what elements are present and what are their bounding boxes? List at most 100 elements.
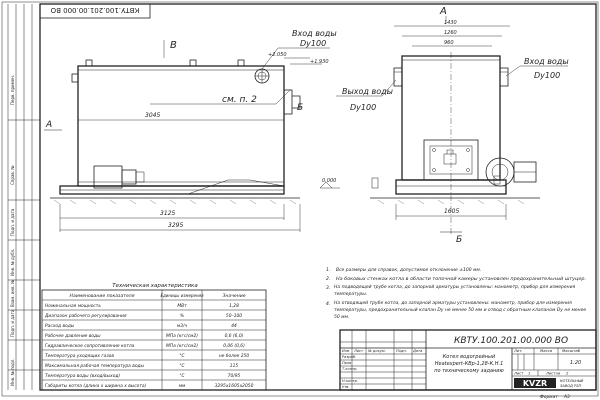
margin-label: Взам. инв. № (10, 280, 15, 307)
svg-text:Изм: Изм (342, 349, 350, 353)
note-text: На подводящей трубе котла, до запорной а… (334, 285, 576, 297)
notes: 1. Все размеры для справок, допустимое о… (326, 267, 587, 320)
svg-text:°С: °С (179, 373, 185, 379)
svg-text:%: % (180, 313, 184, 319)
note-number: 4. (326, 301, 330, 307)
note-text: На отводящей трубе котла, до запорной ар… (334, 301, 587, 320)
format-value: А3 (563, 394, 570, 400)
scale-value: 1:20 (570, 360, 581, 366)
note-text: Все размеры для справок, допустимое откл… (336, 267, 481, 273)
svg-text:1: 1 (528, 371, 530, 376)
svg-text:Дата: Дата (412, 349, 422, 353)
note-text-wrap: На отводящей трубе котла, до запорной ар… (334, 301, 587, 320)
view-label-a: А (439, 6, 447, 17)
section-a-label: А (45, 120, 52, 130)
table-row: Рабочее давление воды МПа (кгс/см2) 0,6 … (45, 333, 244, 339)
table-row: Диапазон рабочего регулирования % 50–100 (44, 313, 242, 319)
dim-1605: 1605 (444, 208, 459, 215)
svg-text:Лист: Лист (513, 371, 524, 376)
margin-label: Подп. и дата (10, 309, 15, 337)
spec-col-header: Единицы измерения (160, 293, 204, 298)
svg-text:Номинальная мощность: Номинальная мощность (45, 303, 101, 309)
dim-3125: 3125 (160, 210, 175, 217)
svg-text:Разраб.: Разраб. (342, 355, 356, 359)
top-stamp-code: КВТУ.100.201.00.000 ВО (50, 6, 139, 14)
svg-text:1,28: 1,28 (229, 303, 239, 309)
margin-label: Инв. № дубл. (10, 249, 15, 276)
product-name-line: по техническому заданию (434, 368, 504, 374)
svg-text:44: 44 (231, 323, 237, 329)
side-water-out-label: Выход воды (342, 87, 393, 96)
dim-1430: 1430 (444, 20, 457, 26)
svg-text:KVZR: KVZR (523, 379, 547, 388)
svg-text:70/95: 70/95 (228, 373, 241, 379)
svg-text:Рабочее давление воды: Рабочее давление воды (45, 333, 101, 339)
side-b-label: Б (456, 235, 462, 245)
svg-text:Температура воды (вход/выход): Температура воды (вход/выход) (45, 373, 120, 379)
svg-text:мм: мм (179, 384, 186, 389)
view-label-b: В (170, 40, 177, 51)
side-water-out-dn: Dy100 (350, 103, 376, 112)
svg-text:МПа (кгс/см2): МПа (кгс/см2) (166, 343, 198, 349)
svg-text:МПа (кгс/см2): МПа (кгс/см2) (166, 333, 198, 339)
table-row: Гидравлическое сопротивление котла МПа (… (45, 343, 245, 349)
svg-text:м3/ч: м3/ч (177, 323, 188, 329)
svg-text:Гидравлическое сопротивление к: Гидравлическое сопротивление котла (45, 343, 135, 349)
svg-text:0,06 (0,6): 0,06 (0,6) (223, 343, 245, 349)
top-stamp: КВТУ.100.201.00.000 ВО (39, 3, 151, 19)
svg-text:Пров.: Пров. (342, 361, 352, 365)
spec-col-header: Наименование показателя (69, 293, 134, 299)
boiler-body (77, 65, 285, 187)
svg-text:Масса: Масса (540, 348, 553, 353)
note-callout: см. п. 2 (222, 95, 257, 105)
svg-text:50–100: 50–100 (226, 313, 242, 319)
margin-label: Подп. и дата (10, 208, 15, 236)
svg-text:Масштаб: Масштаб (562, 348, 581, 353)
svg-text:МВт: МВт (177, 303, 187, 309)
svg-text:Лит.: Лит. (513, 348, 523, 353)
margin-label: Справ. № (10, 166, 15, 185)
note-number: 2. (326, 276, 330, 282)
left-margin: Перв. примен. Справ. № Подп. и дата Инв.… (7, 4, 40, 390)
table-row: Габариты котла (длина х ширина х высота)… (45, 383, 254, 389)
note-text-wrap: На подводящей трубе котла, до запорной а… (334, 285, 576, 297)
svg-text:3295х1605х2050: 3295х1605х2050 (215, 383, 254, 389)
front-view: В А Б 3045 см. п. 2 (44, 29, 340, 232)
doc-code: КВТУ.100.201.00.000 ВО (454, 336, 568, 346)
svg-text:Подп.: Подп. (396, 349, 407, 353)
table-row: Температура уходящих газов °С не более 2… (45, 353, 249, 359)
lock-icon (443, 153, 457, 165)
svg-text:2: 2 (566, 371, 569, 376)
svg-text:Диапазон рабочего регулировани: Диапазон рабочего регулирования (44, 313, 127, 319)
elevation-base: 0.000 (322, 178, 336, 184)
svg-text:Температура уходящих газов: Температура уходящих газов (45, 353, 114, 359)
table-row: Расход воды м3/ч 44 (45, 323, 237, 329)
note-text: На боковых стенках котла в области топоч… (336, 276, 586, 282)
table-row: Максимальная рабочая температура воды °С… (45, 363, 238, 369)
svg-text:Утв.: Утв. (342, 385, 350, 389)
dim-3295: 3295 (168, 222, 183, 229)
dim-3045: 3045 (145, 112, 160, 119)
side-water-in-dn: Dy100 (534, 71, 560, 80)
note-number: 1. (326, 267, 330, 273)
svg-text:Н.контр.: Н.контр. (342, 379, 358, 383)
side-view: А 1430 1260 960 (336, 6, 569, 245)
margin-label: Инв. № подл. (10, 358, 15, 386)
company-name: ЗАВОД РЗП (560, 384, 581, 388)
elevation-top2: +1.930 (310, 59, 329, 65)
note-number: 3. (326, 285, 330, 291)
svg-text:не более 250: не более 250 (219, 353, 250, 359)
fan-housing (93, 165, 123, 189)
company-logo: KVZR (514, 378, 556, 388)
svg-text:Лист: Лист (353, 349, 364, 353)
spec-table: Техническая характеристика Наименование … (41, 283, 267, 391)
product-name-line: Heatexpert-КВр-1,28-К.Н.1 (435, 361, 504, 367)
table-row: Температура воды (вход/выход) °С 70/95 (45, 373, 241, 379)
svg-text:0,6 (6,0): 0,6 (6,0) (225, 333, 244, 339)
dim-1260: 1260 (444, 30, 457, 36)
spec-table-title: Техническая характеристика (112, 283, 198, 289)
drawing-frame (39, 3, 597, 391)
dim-960: 960 (444, 40, 454, 46)
